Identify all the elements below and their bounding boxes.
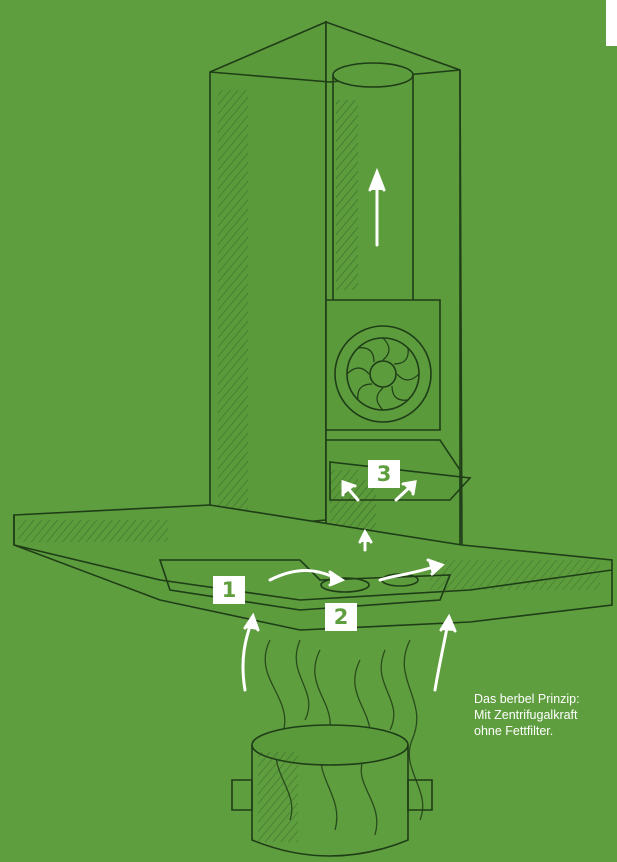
step-badge-1: 1	[213, 576, 245, 604]
caption-line-3: ohne Fettfilter.	[474, 723, 617, 739]
step-badge-3: 3	[368, 460, 400, 488]
step-badge-2: 2	[325, 603, 357, 631]
hood-canopy	[14, 505, 612, 630]
cooking-pot	[232, 725, 432, 856]
caption-line-1: Das berbel Prinzip:	[474, 691, 617, 707]
corner-tab	[606, 0, 617, 46]
fan-housing	[326, 300, 440, 430]
caption-line-2: Mit Zentrifugalkraft	[474, 707, 617, 723]
caption: Das berbel Prinzip: Mit Zentrifugalkraft…	[474, 691, 617, 739]
